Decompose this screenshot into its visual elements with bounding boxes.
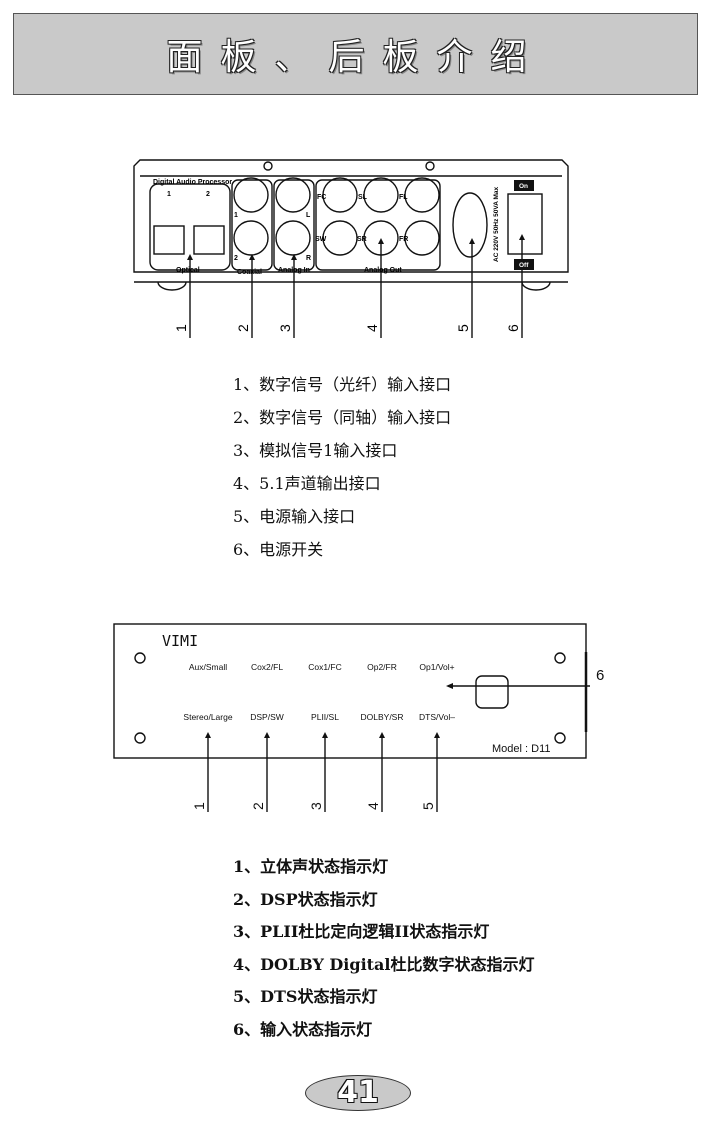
rear-panel-outline	[133, 159, 569, 273]
output-jack-sw	[322, 220, 358, 256]
screw-icon	[554, 652, 566, 664]
rear-callout-5: 5	[455, 324, 471, 332]
indicator-label-bottom: DOLBY/SR	[361, 712, 404, 722]
coaxial-label: Coaxial	[237, 269, 262, 276]
analog-in-channel: L	[306, 212, 311, 219]
output-jack-fl	[404, 177, 440, 213]
analog-out-label: Analog Out	[364, 267, 402, 274]
legend-item: 3、PLII杜比定向逻辑II状态指示灯	[233, 922, 490, 941]
page-number-oval	[305, 1075, 411, 1111]
power-inlet	[452, 192, 488, 258]
legend-item: 3、模拟信号1输入接口	[233, 441, 398, 460]
front-panel-legend: 1、立体声状态指示灯 2、DSP状态指示灯 3、PLII杜比定向逻辑II状态指示…	[233, 856, 535, 1051]
coaxial-port-number: 1	[234, 212, 238, 219]
rear-callout-4: 4	[364, 324, 380, 332]
rear-brand-text: Digital Audio Processor	[153, 179, 232, 186]
indicator-label-bottom: Stereo/Large	[183, 712, 232, 722]
foot-icon	[521, 281, 551, 291]
legend-item: 1、数字信号（光纤）输入接口	[233, 375, 452, 394]
optical-port-2	[193, 225, 225, 255]
output-channel-label: FR	[399, 236, 408, 243]
coaxial-jack-2	[233, 220, 269, 256]
indicator-label-bottom: PLII/SL	[311, 712, 339, 722]
switch-off-badge	[514, 259, 534, 270]
analog-in-channel: R	[306, 255, 311, 262]
rear-callout-2: 2	[235, 324, 251, 332]
analog-in-jack-r	[275, 220, 311, 256]
coaxial-port-number: 2	[234, 255, 238, 262]
optical-port-number: 2	[206, 191, 210, 198]
output-channel-label: SW	[315, 236, 327, 243]
indicator-label-top: Op1/Vol+	[419, 662, 454, 672]
power-switch	[507, 193, 543, 255]
indicator-label-bottom: DTS/Vol–	[419, 712, 455, 722]
screw-icon	[134, 732, 146, 744]
output-jack-fl-top	[363, 177, 399, 213]
output-channel-label: SL	[358, 194, 368, 201]
legend-item: 4、DOLBY Digital杜比数字状态指示灯	[233, 954, 535, 974]
legend-item: 5、电源输入接口	[233, 507, 356, 526]
analog-in-jack-l	[275, 177, 311, 213]
output-jack-fr	[404, 220, 440, 256]
input-button	[475, 675, 509, 709]
page-number-badge: 41	[305, 1075, 411, 1111]
legend-item: 4、5.1声道输出接口	[233, 474, 381, 493]
switch-on-label: On	[519, 183, 528, 190]
screw-icon	[263, 161, 273, 171]
front-callout-5: 5	[420, 802, 436, 810]
indicator-label-bottom: DSP/SW	[250, 712, 284, 722]
rear-callout-6: 6	[505, 324, 521, 332]
analog-in-label: Analog In	[278, 267, 310, 274]
legend-item: 5、DTS状态指示灯	[233, 987, 378, 1006]
page-header: 面板、后板介绍	[13, 13, 698, 95]
front-callout-1: 1	[191, 802, 207, 810]
indicator-label-top: Op2/FR	[367, 662, 397, 672]
output-channel-label: FL	[399, 194, 408, 201]
model-label: Model : D11	[492, 743, 551, 755]
front-callout-3: 3	[308, 802, 324, 810]
front-callout-6: 6	[596, 667, 604, 684]
optical-port-1	[153, 225, 185, 255]
front-callout-2: 2	[250, 802, 266, 810]
page-number: 41	[337, 1075, 379, 1110]
rear-callout-1: 1	[173, 324, 189, 332]
output-channel-label: FC	[317, 194, 326, 201]
legend-item: 6、电源开关	[233, 540, 324, 559]
foot-icon	[157, 281, 187, 291]
indicator-label-top: Cox1/FC	[308, 662, 342, 672]
switch-off-label: Off	[519, 262, 529, 269]
optical-label: Optical	[176, 267, 200, 274]
brand-logo: VIMI	[162, 632, 198, 650]
power-rating-text: AC 220V 50Hz 50VA Max	[493, 186, 500, 262]
screw-icon	[425, 161, 435, 171]
coaxial-jack-1	[233, 177, 269, 213]
legend-item: 2、数字信号（同轴）输入接口	[233, 408, 452, 427]
legend-item: 1、立体声状态指示灯	[233, 857, 389, 876]
rear-panel-legend: 1、数字信号（光纤）输入接口 2、数字信号（同轴）输入接口 3、模拟信号1输入接…	[233, 374, 451, 572]
analog-out-section	[315, 179, 441, 271]
switch-on-badge	[514, 180, 534, 191]
legend-item: 2、DSP状态指示灯	[233, 889, 378, 909]
optical-port-number: 1	[167, 191, 171, 198]
output-jack-fc	[322, 177, 358, 213]
legend-item: 6、输入状态指示灯	[233, 1019, 373, 1039]
indicator-label-top: Aux/Small	[189, 662, 227, 672]
screw-icon	[554, 732, 566, 744]
output-channel-label: SR	[357, 236, 367, 243]
screw-icon	[134, 652, 146, 664]
page-title: 面板、后板介绍	[166, 37, 545, 78]
rear-callout-3: 3	[277, 324, 293, 332]
indicator-label-top: Cox2/FL	[251, 662, 283, 672]
front-callout-4: 4	[365, 802, 381, 810]
